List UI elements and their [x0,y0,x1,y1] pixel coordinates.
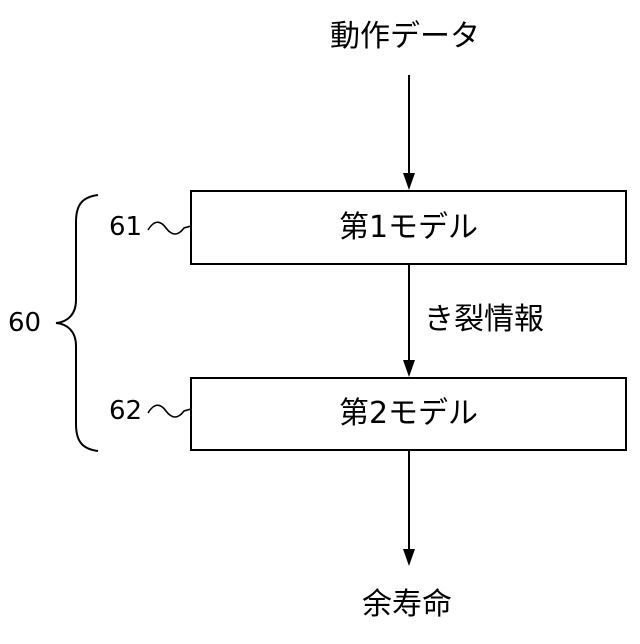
model2-ref: 62 [109,398,142,424]
model1-ref: 61 [109,214,142,240]
arrow-input-to-model1-head [403,173,415,190]
input-label: 動作データ [330,22,480,52]
output-label: 余寿命 [362,590,452,620]
model2-label: 第2モデル [191,378,626,450]
arrow-model1-to-model2-head [403,360,415,377]
group-ref: 60 [8,310,41,336]
model1-label: 第1モデル [191,191,626,264]
intermediate-label: き裂情報 [424,305,544,335]
group-brace [56,195,98,451]
leader-line-61 [148,222,191,234]
arrow-model2-to-output-head [403,549,415,566]
leader-line-62 [148,405,191,417]
